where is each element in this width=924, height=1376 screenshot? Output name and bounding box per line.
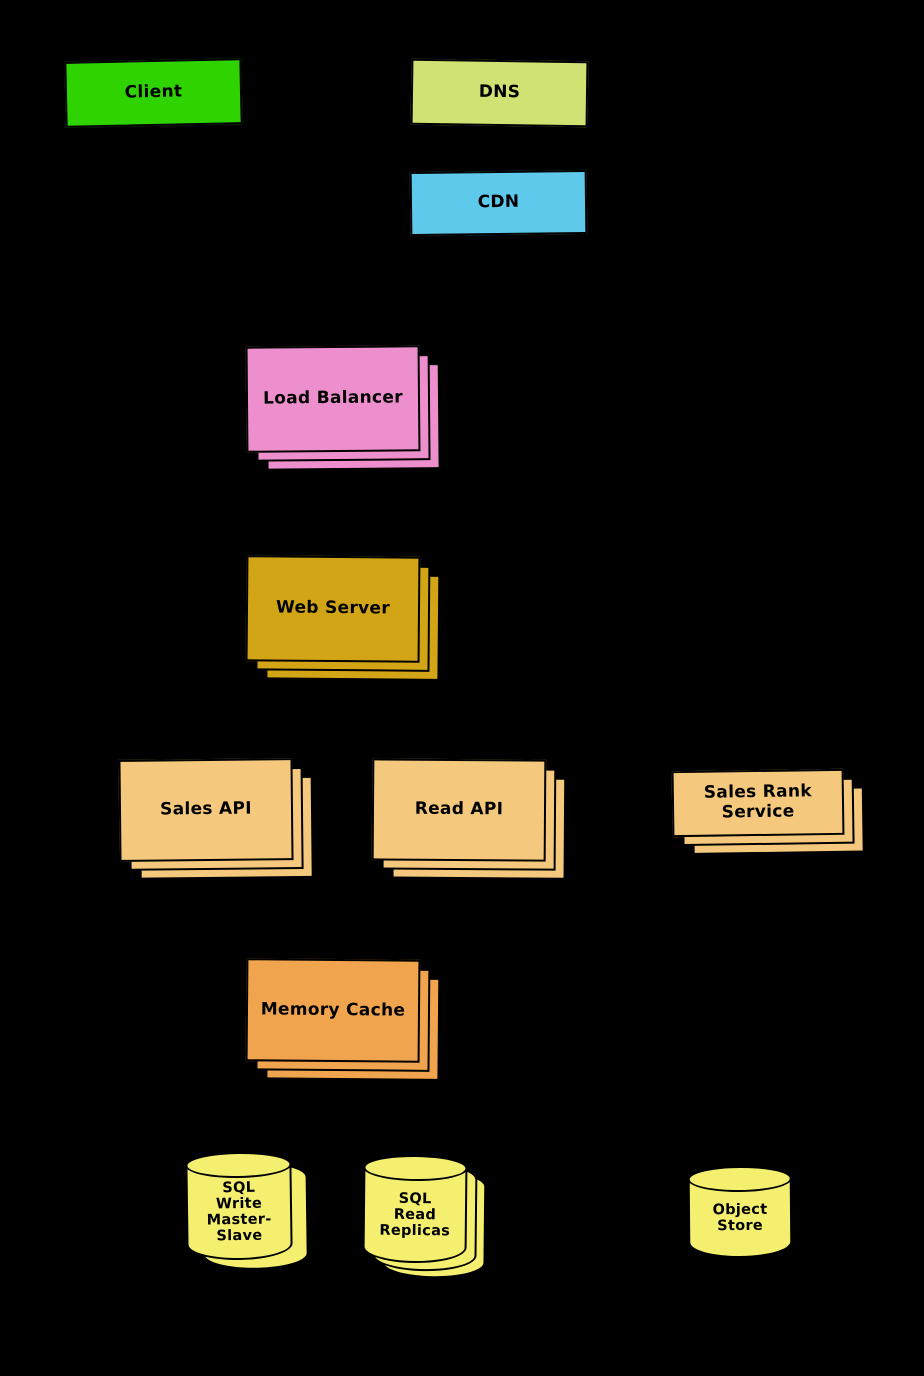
node-sales-api: Sales API bbox=[118, 758, 294, 862]
node-read-api-label: Read API bbox=[414, 798, 504, 820]
node-client: Client bbox=[64, 58, 243, 128]
node-object-store-label: Object Store bbox=[712, 1201, 768, 1235]
node-cdn: CDN bbox=[409, 169, 588, 237]
node-dns-label: DNS bbox=[478, 81, 521, 103]
node-web-server: Web Server bbox=[245, 555, 421, 663]
node-sql-write-master-slave: SQL Write Master- Slave bbox=[185, 1151, 293, 1261]
node-sales-rank-service: Sales Rank Service bbox=[671, 768, 845, 838]
node-read-api: Read API bbox=[371, 758, 547, 862]
node-sales-api-label: Sales API bbox=[159, 798, 252, 820]
node-sales-rank-service-label: Sales Rank Service bbox=[703, 781, 813, 823]
node-dns: DNS bbox=[410, 58, 589, 128]
node-load-balancer-label: Load Balancer bbox=[263, 387, 403, 409]
node-web-server-label: Web Server bbox=[275, 597, 391, 619]
node-load-balancer: Load Balancer bbox=[245, 345, 421, 453]
node-sql-read-replicas-label: SQL Read Replicas bbox=[379, 1190, 451, 1240]
node-sql-read-replicas: SQL Read Replicas bbox=[362, 1154, 468, 1264]
node-sql-write-master-slave-label: SQL Write Master- Slave bbox=[206, 1179, 272, 1245]
node-client-label: Client bbox=[124, 81, 183, 103]
node-object-store: Object Store bbox=[687, 1165, 793, 1259]
node-cdn-label: CDN bbox=[477, 191, 520, 213]
node-memory-cache: Memory Cache bbox=[245, 958, 421, 1063]
node-memory-cache-label: Memory Cache bbox=[260, 999, 406, 1021]
